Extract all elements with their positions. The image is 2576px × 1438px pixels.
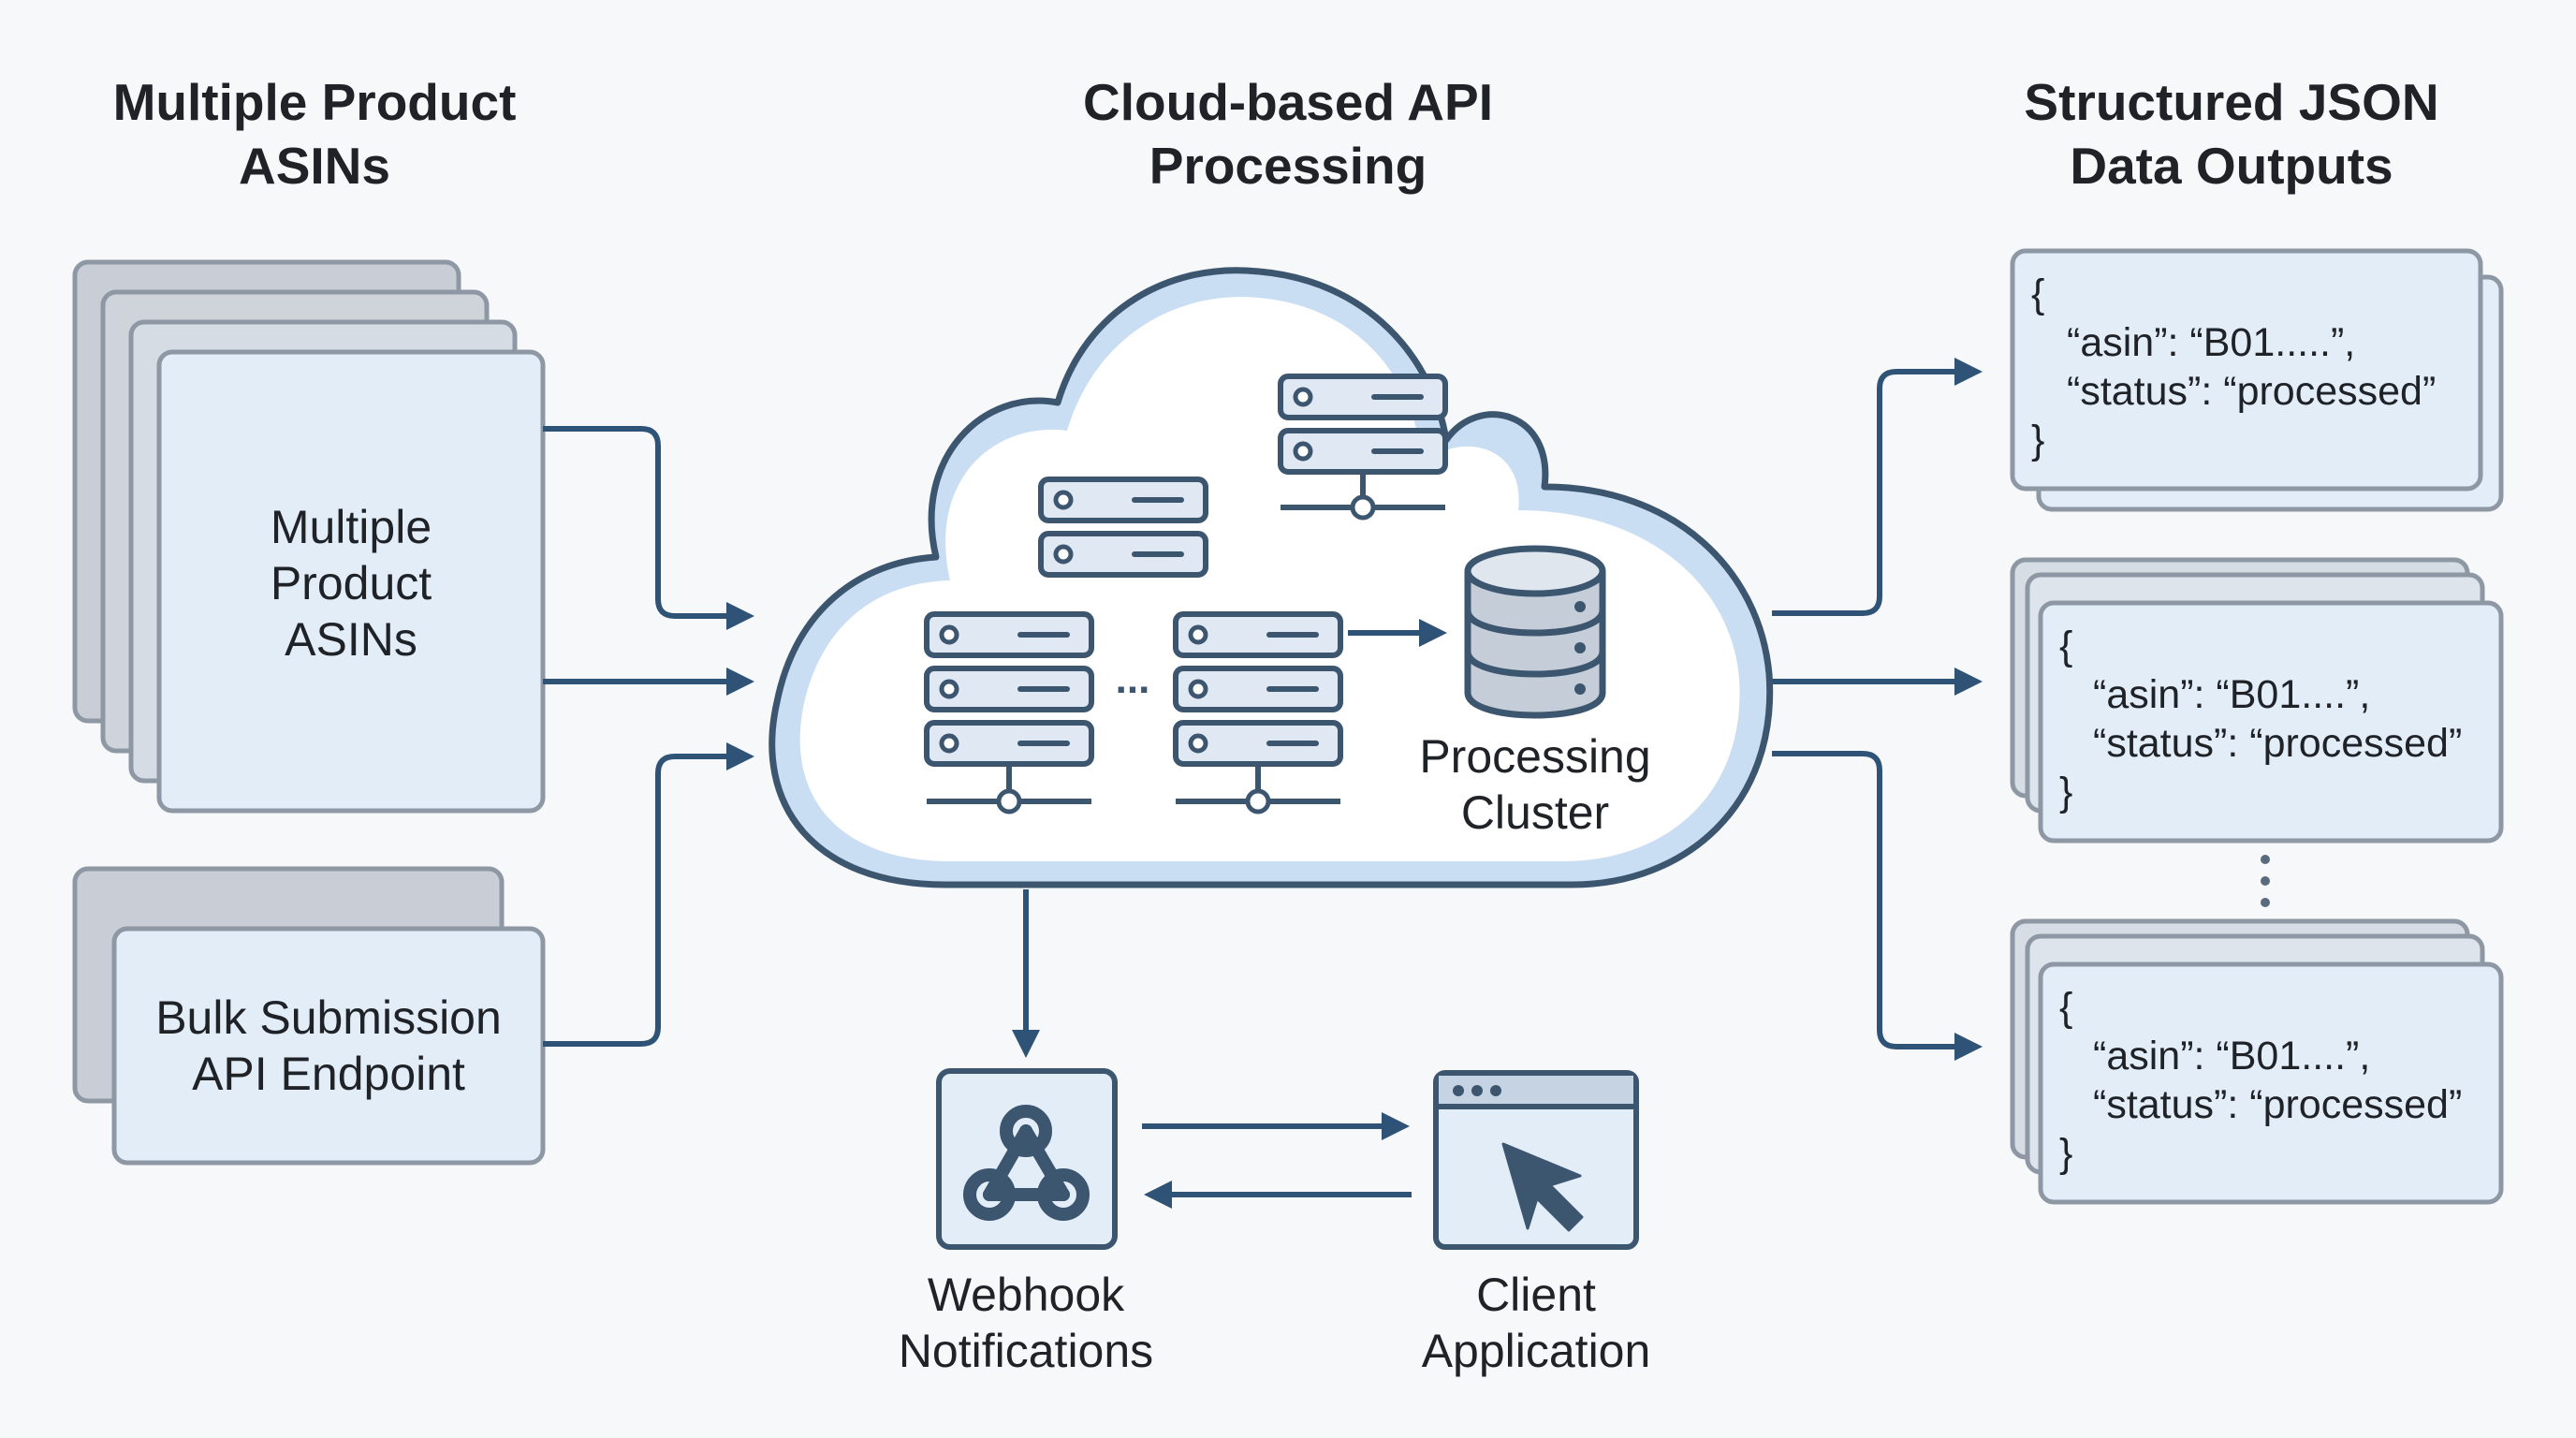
webhook-notifications-box — [936, 1068, 1118, 1250]
webhook-icon — [963, 1105, 1090, 1221]
cursor-icon — [1501, 1142, 1584, 1232]
svg-text:Client: Client — [1476, 1269, 1596, 1321]
svg-text:ASINs: ASINs — [285, 613, 417, 666]
svg-text:“asin”: “B01.....”,: “asin”: “B01.....”, — [2067, 320, 2355, 365]
server-rack-2 — [1176, 614, 1340, 814]
json-output-2: { “asin”: “B01....”, “status”: “processe… — [2010, 557, 2504, 844]
client-application-window — [1433, 1070, 1639, 1250]
svg-text:Processing: Processing — [1149, 137, 1427, 195]
svg-text:}: } — [2059, 1131, 2072, 1176]
svg-text:}: } — [2059, 770, 2072, 814]
heading-input: Multiple Product ASINs — [113, 73, 517, 195]
database-icon — [1464, 545, 1606, 719]
svg-text:Bulk Submission: Bulk Submission — [155, 991, 502, 1044]
svg-text:{: { — [2059, 624, 2072, 668]
more-outputs-ellipsis — [2261, 855, 2270, 907]
asin-input-card — [156, 349, 546, 814]
svg-text:Structured JSON: Structured JSON — [2024, 73, 2438, 131]
server-group-upper-right — [1281, 376, 1445, 521]
svg-text:Webhook: Webhook — [928, 1269, 1125, 1321]
input-arrows — [543, 426, 754, 1047]
svg-text:“asin”: “B01....”,: “asin”: “B01....”, — [2093, 672, 2370, 717]
processing-cloud — [768, 267, 1774, 888]
json-output-3: { “asin”: “B01....”, “status”: “processe… — [2010, 918, 2504, 1205]
webhook-notifications-label: Webhook Notifications — [899, 1269, 1153, 1377]
svg-text:“status”: “processed”: “status”: “processed” — [2093, 721, 2462, 766]
heading-processing: Cloud-based API Processing — [1083, 73, 1493, 195]
svg-text:Multiple Product: Multiple Product — [113, 73, 517, 131]
processing-cluster-label: Processing Cluster — [1419, 730, 1650, 839]
bulk-to-cloud-arrow — [543, 742, 754, 1047]
svg-text:Data Outputs: Data Outputs — [2070, 137, 2393, 195]
output-arrows — [1772, 358, 1983, 1061]
svg-text:Notifications: Notifications — [899, 1325, 1153, 1377]
svg-text:Processing: Processing — [1419, 730, 1650, 783]
server-rack-1 — [927, 614, 1091, 814]
cloud-to-output-arrow-3 — [1772, 751, 1983, 1061]
svg-text:Cluster: Cluster — [1461, 786, 1609, 839]
json-output-1: { “asin”: “B01.....”, “status”: “process… — [2010, 248, 2504, 512]
cloud-to-output-arrow-1 — [1772, 358, 1983, 616]
svg-text:Application: Application — [1422, 1325, 1651, 1377]
svg-text:“status”: “processed”: “status”: “processed” — [2093, 1082, 2462, 1127]
client-application-label: Client Application — [1422, 1269, 1651, 1377]
server-gap-ellipsis: ... — [1116, 656, 1150, 702]
svg-text:}: } — [2031, 418, 2044, 462]
asin-input-stack: Multiple Product ASINs — [72, 259, 546, 814]
asin-to-cloud-arrow-1 — [543, 426, 754, 630]
svg-text:“status”: “processed”: “status”: “processed” — [2067, 369, 2436, 414]
heading-outputs: Structured JSON Data Outputs — [2024, 73, 2438, 195]
svg-text:{: { — [2059, 985, 2072, 1030]
svg-text:ASINs: ASINs — [239, 137, 390, 195]
asin-input-label: Multiple Product ASINs — [271, 501, 432, 666]
svg-text:Multiple: Multiple — [271, 501, 432, 553]
svg-text:Cloud-based API: Cloud-based API — [1083, 73, 1493, 131]
svg-text:Product: Product — [271, 557, 432, 609]
svg-text:{: { — [2031, 271, 2044, 316]
bulk-submission-endpoint: Bulk Submission API Endpoint — [72, 866, 546, 1166]
svg-text:“asin”: “B01....”,: “asin”: “B01....”, — [2093, 1034, 2370, 1078]
svg-text:API Endpoint: API Endpoint — [192, 1048, 465, 1100]
